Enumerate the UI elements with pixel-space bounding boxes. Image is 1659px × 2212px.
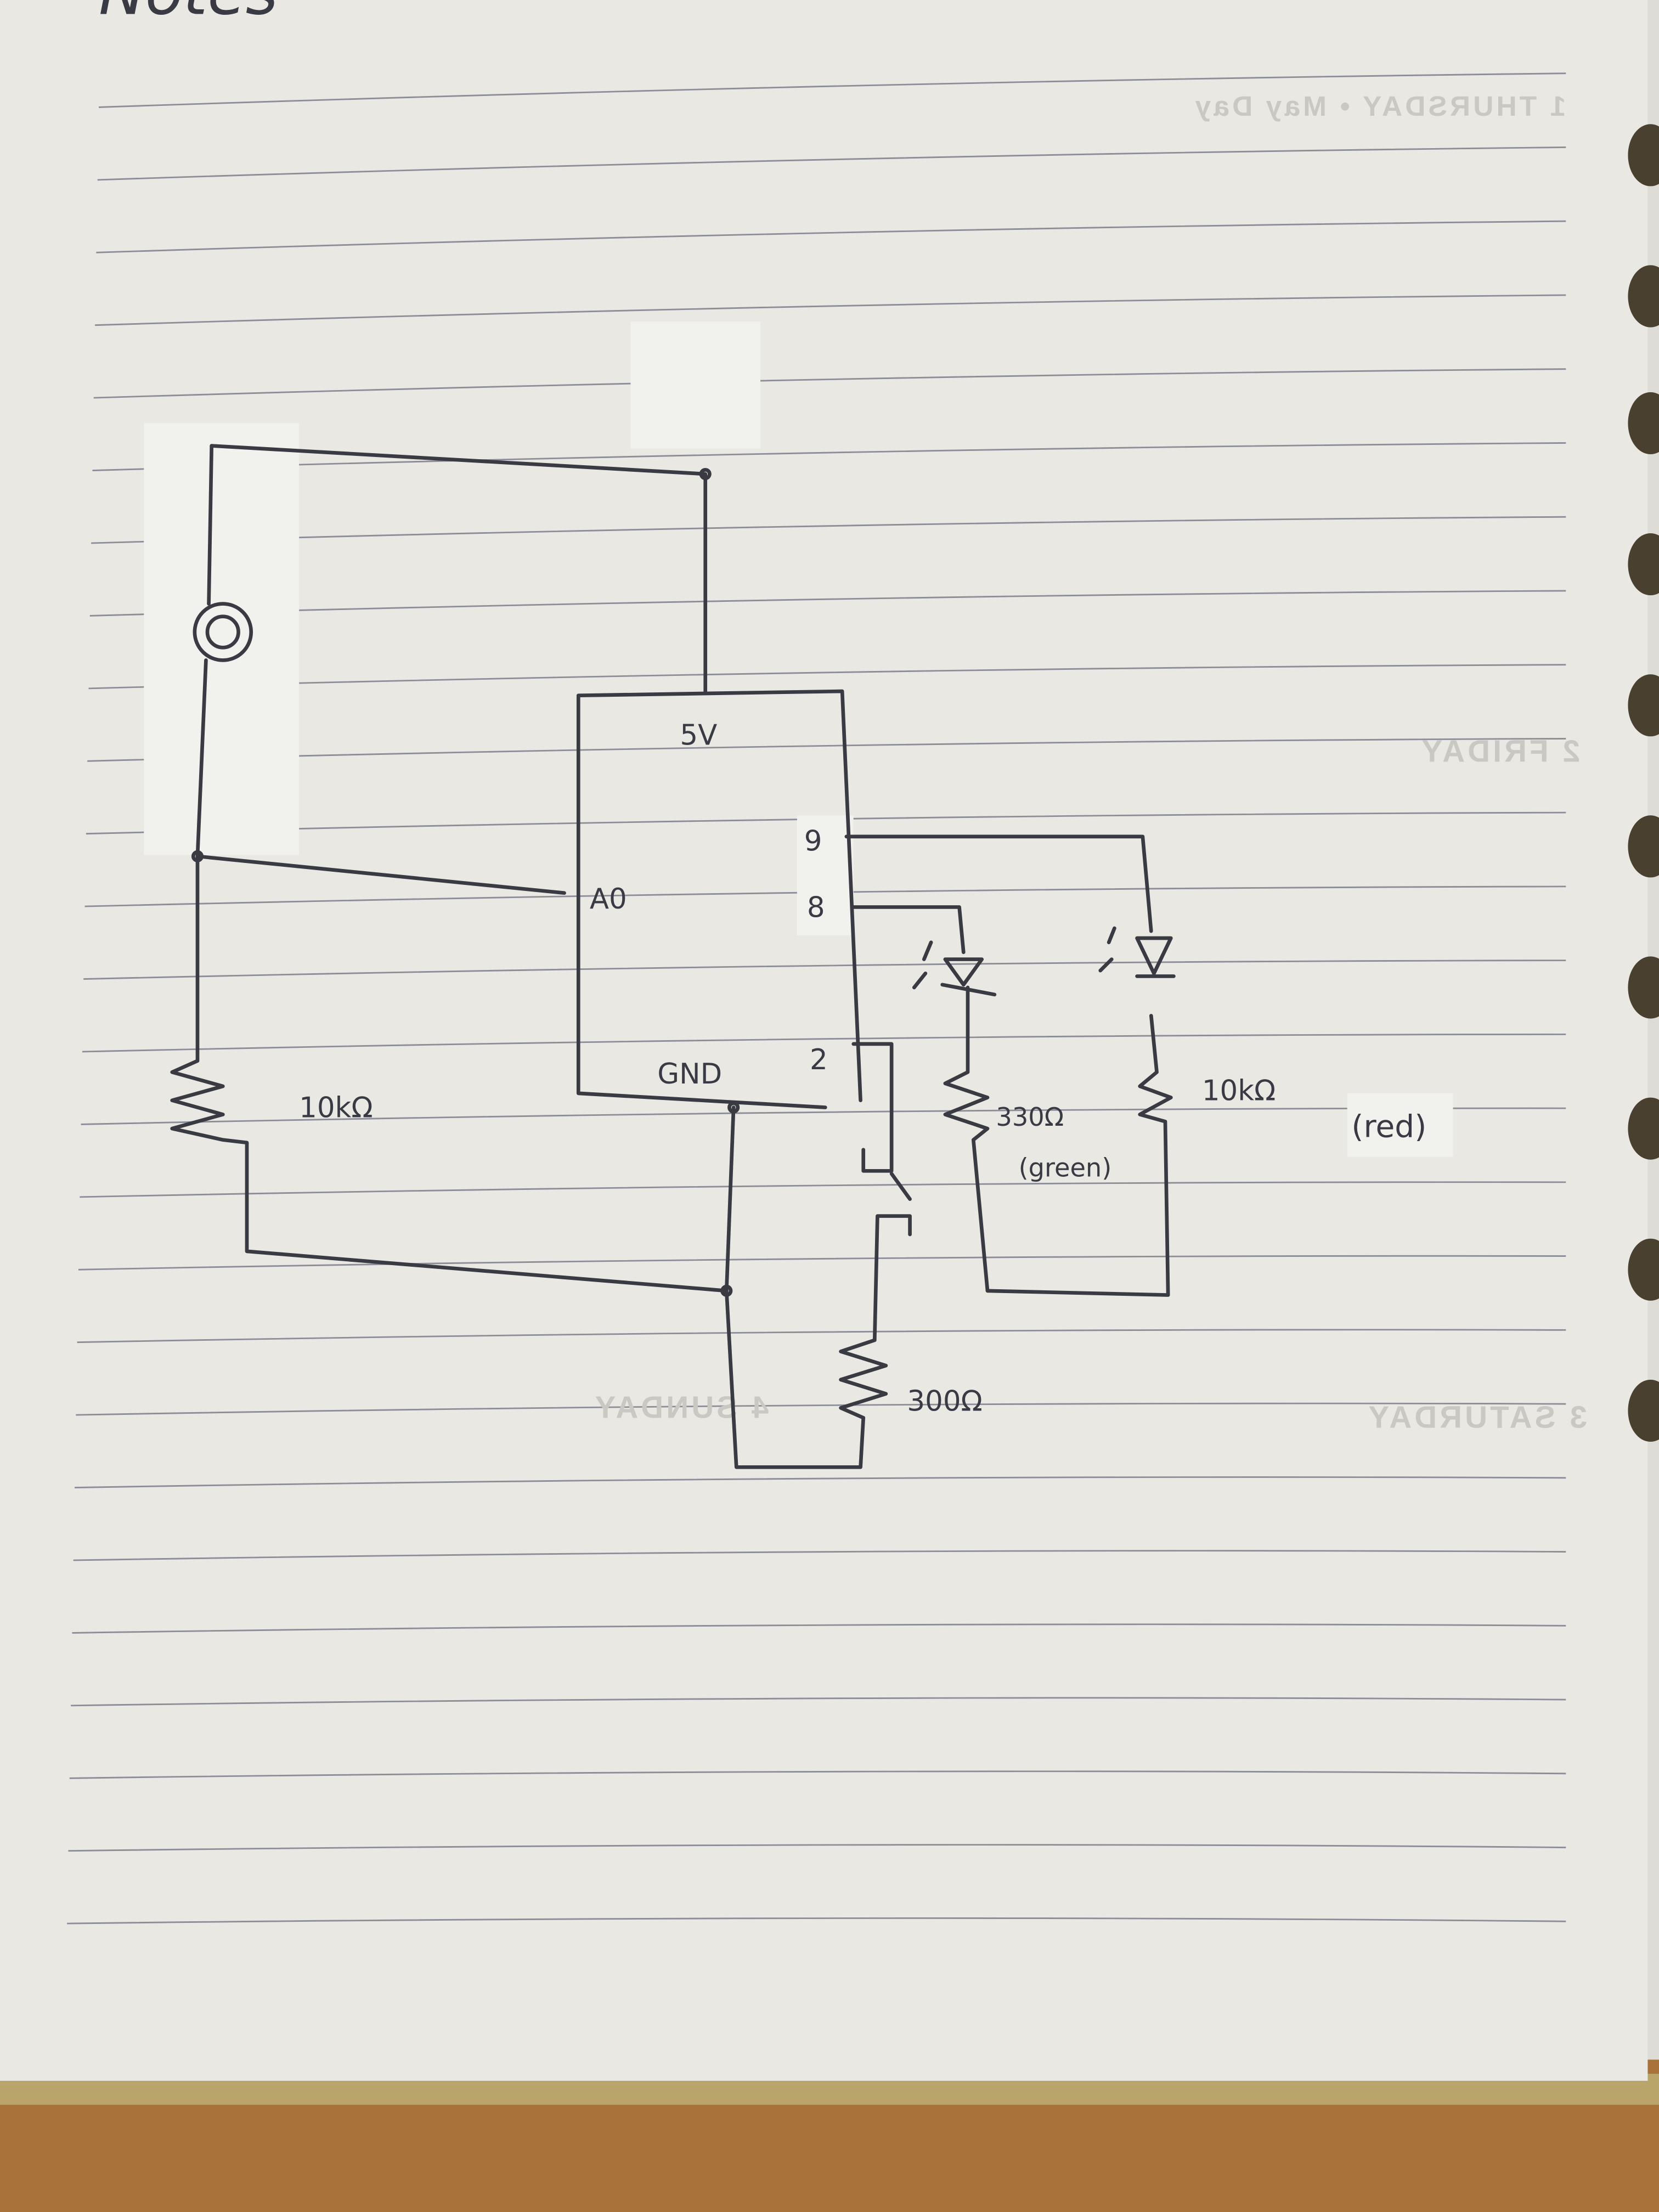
pin-a0-label: A0	[590, 883, 627, 916]
wire-5v	[210, 444, 708, 693]
wire-gnd-switch-300	[724, 1105, 912, 1469]
ruled-line	[82, 1033, 1566, 1053]
ghost-saturday: 3 SATURDAY	[1365, 1400, 1587, 1434]
ruled-line	[98, 72, 1566, 108]
ruled-line	[72, 1623, 1566, 1634]
wire-pin8-green-led	[851, 905, 990, 1293]
correction-tape	[144, 321, 1453, 1157]
ruled-line	[97, 146, 1566, 181]
ghost-sunday: 4 SUNDAY	[592, 1390, 769, 1424]
sensor-resistor-label: 10kΩ	[299, 1092, 373, 1125]
ruled-line	[83, 960, 1566, 980]
ruled-line	[91, 516, 1566, 544]
ruled-line	[80, 1181, 1566, 1198]
green-led-icon	[912, 940, 997, 997]
green-led-label: (green)	[1019, 1153, 1112, 1183]
ghost-friday: 2 FRIDAY	[1419, 734, 1580, 769]
red-led-icon	[1098, 926, 1176, 978]
pin-8-label: 8	[807, 891, 825, 924]
button-resistor-label: 300Ω	[907, 1385, 982, 1418]
pin-9-label: 9	[804, 825, 822, 858]
circuit-labels: 5V A0 9 8 2 GND 10kΩ 330Ω (green) 10kΩ (…	[299, 719, 1426, 1418]
pin-gnd-label: GND	[657, 1058, 722, 1091]
ruled-line	[88, 664, 1566, 690]
ruled-line	[71, 1697, 1566, 1707]
red-resistor-label: 10kΩ	[1202, 1075, 1276, 1108]
ruled-line	[81, 1107, 1566, 1125]
ruled-line	[73, 1550, 1566, 1561]
wire-a0	[195, 854, 566, 895]
spiral-binding	[1628, 124, 1659, 1442]
ruled-line	[96, 220, 1566, 253]
wire-sensor	[195, 444, 214, 859]
ruled-line	[69, 1770, 1566, 1779]
pin-5v-label: 5V	[680, 719, 717, 752]
ruled-line	[78, 1255, 1566, 1271]
microcontroller-outline	[576, 689, 862, 1109]
pin-2-label: 2	[810, 1043, 828, 1076]
pushbutton-switch	[851, 1042, 912, 1201]
ruled-lines	[67, 72, 1566, 1925]
page-heading: Notes	[99, 0, 278, 29]
ruled-line	[95, 294, 1566, 326]
ruled-line	[67, 1917, 1566, 1925]
circuit-wires	[170, 444, 1173, 1469]
ruled-line	[77, 1329, 1566, 1344]
wire-pin9-red-led	[844, 834, 1173, 1297]
ruled-line	[87, 737, 1566, 762]
green-resistor-label: 330Ω	[996, 1102, 1064, 1132]
wire-10k-ground	[170, 854, 729, 1293]
ruled-line	[68, 1844, 1566, 1852]
photoresistor-icon	[193, 602, 253, 662]
ruled-line	[92, 442, 1566, 471]
ruled-line	[93, 368, 1566, 399]
red-led-label: (red)	[1351, 1109, 1426, 1145]
junction-dots	[191, 467, 740, 1297]
ghost-thursday: 1 THURSDAY • May Day	[1192, 90, 1566, 122]
ruled-line	[76, 1402, 1566, 1416]
notebook-page	[0, 0, 1648, 2081]
bleed-through-text: 1 THURSDAY • May Day 2 FRIDAY 3 SATURDAY…	[592, 90, 1587, 1434]
ruled-line	[89, 590, 1566, 617]
ruled-line	[75, 1476, 1566, 1488]
